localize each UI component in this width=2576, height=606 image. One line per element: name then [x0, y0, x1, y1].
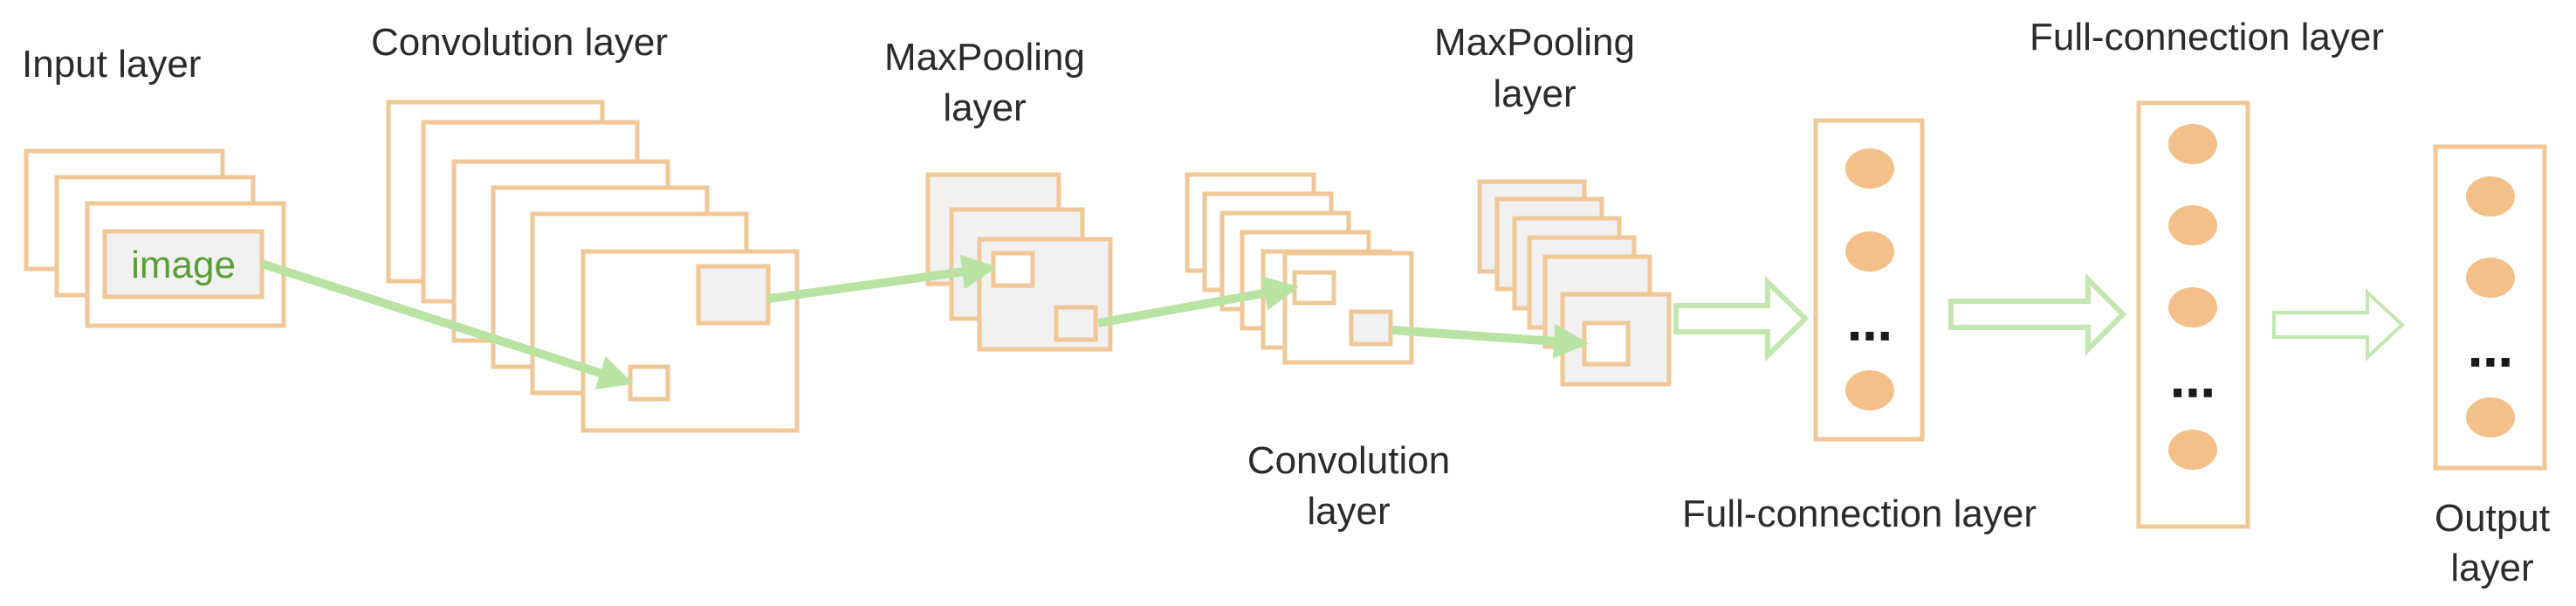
label-conv1: Convolution layer: [371, 21, 668, 64]
fc2-ellipsis: ⋯: [2170, 368, 2215, 420]
conv2-window: [1349, 309, 1393, 347]
fc2-node: [2168, 124, 2217, 164]
image-label: image: [131, 244, 236, 286]
output-layer: ⋯: [2433, 144, 2547, 471]
arrow-pool1-to-conv2: [1097, 275, 1299, 327]
block-arrow-pool2-to-fc1: [1673, 275, 1810, 362]
layer-labels: Input layer Convolution layer MaxPooling…: [22, 16, 2550, 589]
output-node: [2466, 397, 2515, 437]
arrow-conv2-to-pool2: [1391, 323, 1589, 359]
block-arrow-fc2-to-output: [2272, 288, 2405, 362]
pool1-window: [1054, 305, 1098, 342]
label-input-layer: Input layer: [22, 43, 201, 86]
label-fc1: Full-connection layer: [1682, 492, 2037, 535]
fc2-node: [2168, 430, 2217, 470]
input-layer-stack: image: [24, 148, 286, 328]
conv2-stack: [1185, 172, 1414, 365]
label-fc2: Full-connection layer: [2030, 16, 2384, 59]
fc2-node: [2168, 287, 2217, 327]
fc1-node: [1845, 148, 1894, 189]
fc2-layer: ⋯: [2136, 100, 2250, 529]
label-conv2-line2: layer: [1307, 490, 1390, 533]
output-ellipsis: ⋯: [2468, 337, 2513, 389]
conv1-stack: [386, 100, 800, 433]
conv2-window: [1292, 270, 1336, 306]
label-conv2-line1: Convolution: [1247, 439, 1450, 482]
conv1-pool-region: [696, 264, 771, 326]
fc1-layer: ⋯: [1813, 118, 1925, 442]
output-node: [2466, 258, 2515, 298]
fc2-node: [2168, 205, 2217, 245]
feature-arrows: [260, 254, 1589, 390]
pool2-stack: [1477, 179, 1672, 387]
pool1-stack: [925, 172, 1113, 352]
label-pool2-line1: MaxPooling: [1434, 21, 1635, 64]
label-pool1-line1: MaxPooling: [884, 36, 1085, 79]
label-output-line2: layer: [2450, 547, 2533, 589]
block-arrow-fc1-to-fc2: [1948, 272, 2127, 356]
fc1-node: [1845, 370, 1894, 410]
label-output-line1: Output: [2435, 497, 2550, 540]
block-arrows: [1673, 272, 2405, 362]
label-pool1-line2: layer: [943, 86, 1026, 129]
fc1-node: [1845, 231, 1894, 272]
fc1-ellipsis: ⋯: [1847, 311, 1893, 363]
conv1-receptive-field: [628, 364, 670, 402]
arrow-input-to-conv1: [260, 259, 634, 390]
pool1-window: [991, 251, 1035, 288]
arrow-conv1-to-pool1: [767, 254, 997, 303]
label-pool2-line2: layer: [1493, 72, 1576, 115]
pool2-window: [1582, 320, 1631, 367]
output-node: [2466, 176, 2515, 217]
